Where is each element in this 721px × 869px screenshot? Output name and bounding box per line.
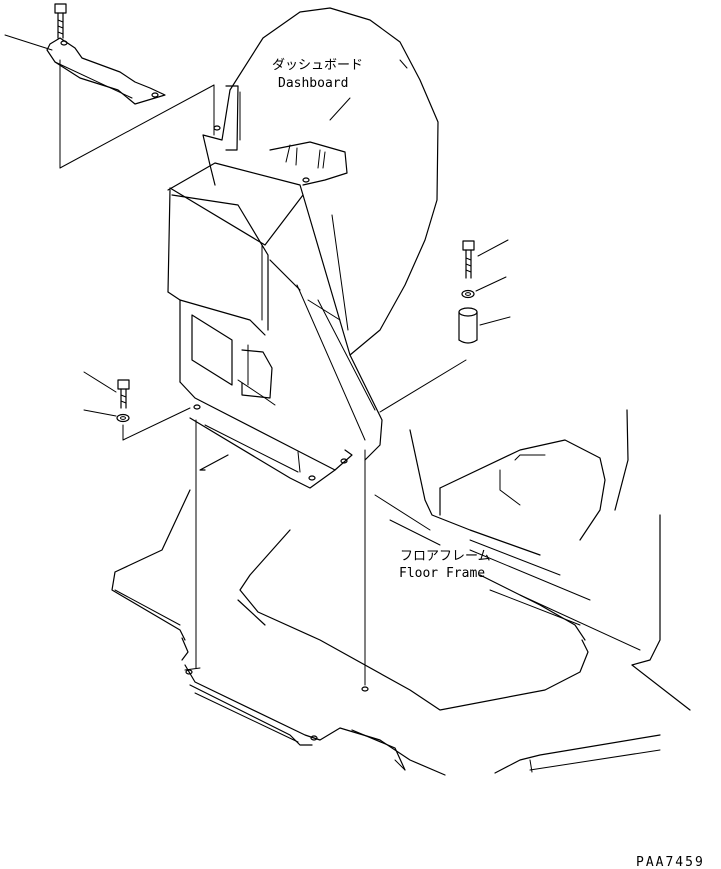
floor-frame-label-en: Floor Frame <box>399 566 485 581</box>
dashboard-label-jp: ダッシュボード <box>272 58 363 73</box>
bolt-icon <box>117 379 130 409</box>
top-bracket-assembly <box>4 3 215 169</box>
spacer-icon <box>458 307 478 344</box>
leader-line <box>4 34 53 51</box>
washer-icon <box>116 413 130 423</box>
bolt-icon <box>54 3 67 39</box>
floor-frame-label-jp: フロアフレーム <box>400 549 491 564</box>
dashboard-label-en: Dashboard <box>278 76 348 91</box>
washer-icon <box>461 289 475 299</box>
bolt-icon <box>462 240 475 279</box>
figure-code: PAA7459 <box>636 855 705 869</box>
floor-frame-assembly <box>111 409 691 776</box>
dashboard-assembly <box>167 7 439 489</box>
mounting-bracket <box>46 37 166 105</box>
left-fastener-set <box>83 371 191 441</box>
right-fastener-set <box>379 239 511 413</box>
